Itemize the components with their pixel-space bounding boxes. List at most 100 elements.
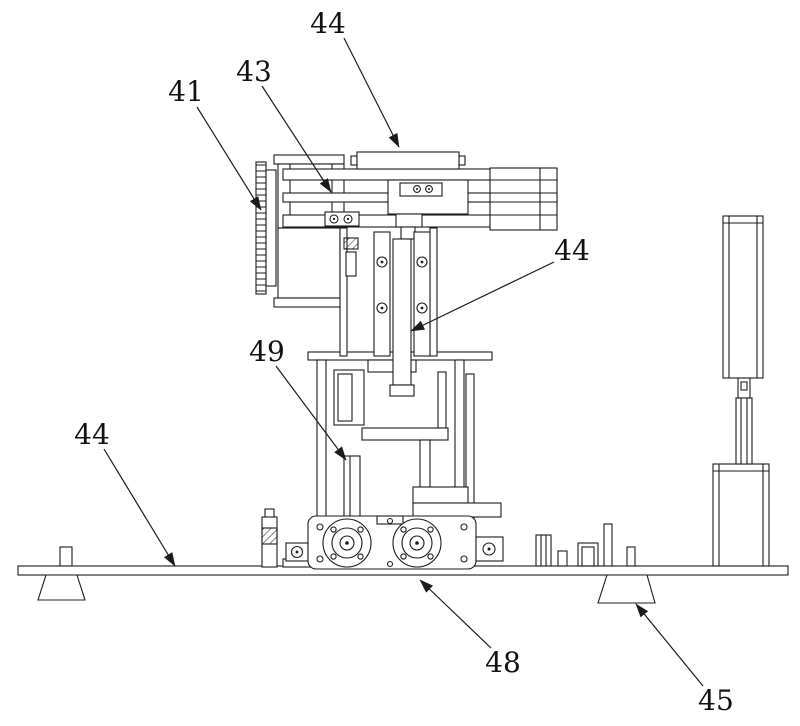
wheel-hub [409, 535, 425, 551]
frame-inner-post-right [437, 371, 447, 429]
wheel-bolt [400, 526, 407, 533]
housing-screw [386, 560, 394, 568]
wheel-mid [331, 527, 363, 559]
rail-end-block [489, 167, 558, 231]
left-roller-wheel [322, 518, 372, 568]
callout-44-left: 44 [74, 418, 110, 451]
leader-44-left [103, 448, 176, 567]
leader-lines [103, 37, 704, 687]
screw-dot [420, 260, 424, 264]
step-plate-upper [412, 486, 469, 504]
wheel-bolt [357, 526, 364, 533]
screw [376, 302, 388, 314]
callout-44-right: 44 [554, 234, 590, 267]
column-lower-rod [735, 397, 753, 465]
guide-strip-left [373, 231, 391, 357]
column-left-plate [339, 227, 348, 357]
motor-top-cap [273, 154, 345, 165]
wheel-center-dot [345, 541, 349, 545]
roller-assembly [261, 486, 504, 570]
leader-41 [196, 106, 262, 211]
callout-45: 45 [698, 684, 734, 717]
step-plate-lower [412, 502, 502, 518]
screw-dot [380, 306, 384, 310]
wheel-bolt [330, 526, 337, 533]
bracket-step-1 [395, 213, 423, 228]
screw-plate [324, 211, 360, 227]
callouts: 44 43 41 44 49 44 48 45 [74, 7, 734, 717]
screw [416, 256, 428, 268]
screw-dot [416, 188, 418, 190]
housing-top-tab [376, 515, 404, 525]
upper-assembly [255, 151, 558, 397]
screw [376, 256, 388, 268]
housing-screw [460, 555, 468, 563]
left-side-hatch [261, 527, 278, 545]
right-tall-column [722, 215, 764, 379]
column-connector-detail [740, 381, 748, 391]
leader-45 [635, 603, 704, 687]
left-foot [37, 574, 86, 601]
wheel-bolt [427, 553, 434, 560]
standoff-5 [626, 546, 636, 567]
standoff-3-inner [581, 546, 595, 567]
frame-left-wall [316, 359, 327, 523]
plate-tab-left [350, 155, 358, 166]
screw [413, 185, 421, 193]
motor-flange-plate [265, 169, 277, 287]
screw-dot [332, 217, 336, 221]
housing-screw [460, 523, 468, 531]
part-49-slide [343, 455, 361, 519]
wheel-bolt [400, 553, 407, 560]
plate-tab-right [458, 155, 466, 166]
standoff-1 [535, 534, 552, 567]
standoff-2 [557, 550, 568, 567]
slide-column [339, 227, 438, 397]
housing-screw [316, 523, 324, 531]
bracket-hole-dot [295, 550, 299, 554]
leader-44-top [343, 37, 400, 148]
screw [329, 214, 339, 224]
right-column-assembly [712, 215, 770, 567]
wheel-bolt [357, 553, 364, 560]
screw-dot [346, 217, 350, 221]
screw-dot [420, 306, 424, 310]
callout-43: 43 [236, 55, 272, 88]
column-right-plate [429, 227, 438, 357]
right-roller-wheel [392, 518, 442, 568]
wheel-mid [401, 527, 433, 559]
bracket-hole [290, 545, 304, 559]
hatched-block [343, 237, 359, 250]
leader-44-right [410, 261, 555, 332]
wheel-center-dot [415, 541, 419, 545]
frame-inner-box [333, 369, 365, 426]
screw-dot [380, 260, 384, 264]
plate-peg [59, 546, 73, 567]
callout-48: 48 [485, 646, 521, 679]
housing-screw [386, 517, 394, 525]
leader-43 [261, 85, 332, 193]
right-base-block [712, 463, 770, 567]
motor-flange [255, 161, 267, 295]
right-foot [597, 574, 656, 604]
leader-49 [275, 365, 347, 461]
top-slide-plate [350, 151, 466, 170]
rod-foot [389, 384, 415, 397]
callout-44-top: 44 [310, 7, 346, 40]
frame-inner-box-detail [337, 373, 353, 422]
bracket-hole [482, 542, 496, 556]
wheel-bolt [427, 526, 434, 533]
plate-standoffs [535, 523, 636, 567]
wheel-hub [339, 535, 355, 551]
screw [416, 302, 428, 314]
screw [343, 214, 353, 224]
motor-bottom-cap [273, 297, 345, 308]
screw-dot [428, 188, 430, 190]
callout-41: 41 [168, 75, 204, 108]
guide-strip-right [413, 231, 431, 357]
column-connector [737, 377, 751, 399]
side-post [345, 251, 357, 277]
leader-48 [419, 579, 492, 649]
motor-body [277, 227, 341, 299]
